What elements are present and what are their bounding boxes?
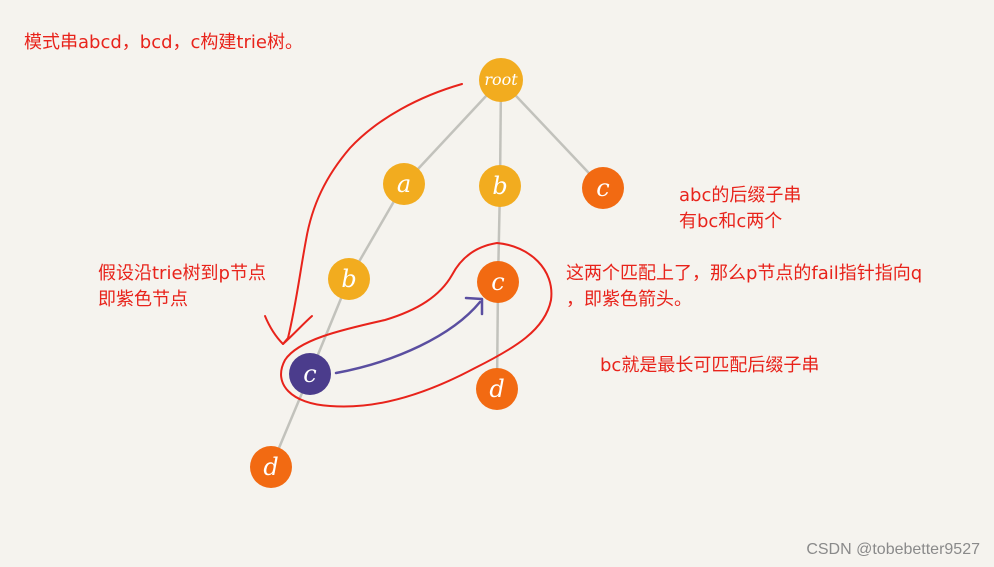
- node-d2: d: [476, 368, 518, 410]
- trie-edges: [269, 79, 604, 468]
- fail-arrow-line: [334, 300, 482, 375]
- match-note-line1: 这两个匹配上了，那么p节点的fail指针指向q: [566, 263, 923, 284]
- edge-root-c1: [500, 79, 604, 189]
- node-b1-label: b: [492, 172, 507, 200]
- node-b2-circle: [328, 258, 370, 300]
- node-p: c: [289, 353, 331, 395]
- node-c1-label: c: [596, 174, 609, 202]
- node-a-label: a: [397, 170, 411, 198]
- node-root: root: [479, 58, 523, 102]
- suffix-note: abc的后缀子串 有bc和c两个: [679, 183, 801, 235]
- node-b2: b: [328, 258, 370, 300]
- node-p-circle: [289, 353, 331, 395]
- node-b1-circle: [479, 165, 521, 207]
- node-b1: b: [479, 165, 521, 207]
- node-b2-label: b: [341, 265, 356, 293]
- node-d1-label: d: [263, 453, 278, 481]
- node-root-circle: [479, 58, 523, 102]
- node-d2-label: d: [489, 375, 504, 403]
- ink-path-arrowhead: [264, 315, 313, 345]
- node-d1: d: [250, 446, 292, 488]
- ink-match-loop: [280, 242, 553, 408]
- node-c2-label: c: [491, 268, 504, 296]
- red-ink-annotations: [264, 83, 553, 408]
- node-root-label: root: [484, 70, 518, 89]
- node-c2-circle: [477, 261, 519, 303]
- node-c1: c: [582, 167, 624, 209]
- edge-root-a: [403, 79, 502, 185]
- title-note: 模式串abcd，bcd，c构建trie树。: [24, 32, 303, 53]
- csdn-watermark: CSDN @tobebetter9527: [806, 541, 980, 558]
- node-c1-circle: [582, 167, 624, 209]
- node-a-circle: [383, 163, 425, 205]
- match-note-line2: ，即紫色箭头。: [566, 289, 692, 310]
- node-d2-circle: [476, 368, 518, 410]
- assume-note-line1: 假设沿trie树到p节点: [98, 263, 266, 284]
- node-a: a: [383, 163, 425, 205]
- assume-note: 假设沿trie树到p节点 即紫色节点: [98, 261, 266, 313]
- suffix-note-line2: 有bc和c两个: [679, 211, 783, 232]
- assume-note-line2: 即紫色节点: [98, 289, 188, 310]
- node-c2: c: [477, 261, 519, 303]
- fail-arrow-head: [464, 296, 484, 316]
- trie-nodes: root a b c b c c d d: [250, 58, 624, 488]
- node-p-label: c: [303, 360, 316, 388]
- node-d1-circle: [250, 446, 292, 488]
- longest-suffix-note: bc就是最长可匹配后缀子串: [600, 355, 820, 376]
- suffix-note-line1: abc的后缀子串: [679, 185, 802, 206]
- match-note: 这两个匹配上了，那么p节点的fail指针指向q ，即紫色箭头。: [566, 261, 922, 313]
- fail-pointer-arrow: [334, 296, 484, 375]
- ink-path-stroke: [282, 83, 463, 345]
